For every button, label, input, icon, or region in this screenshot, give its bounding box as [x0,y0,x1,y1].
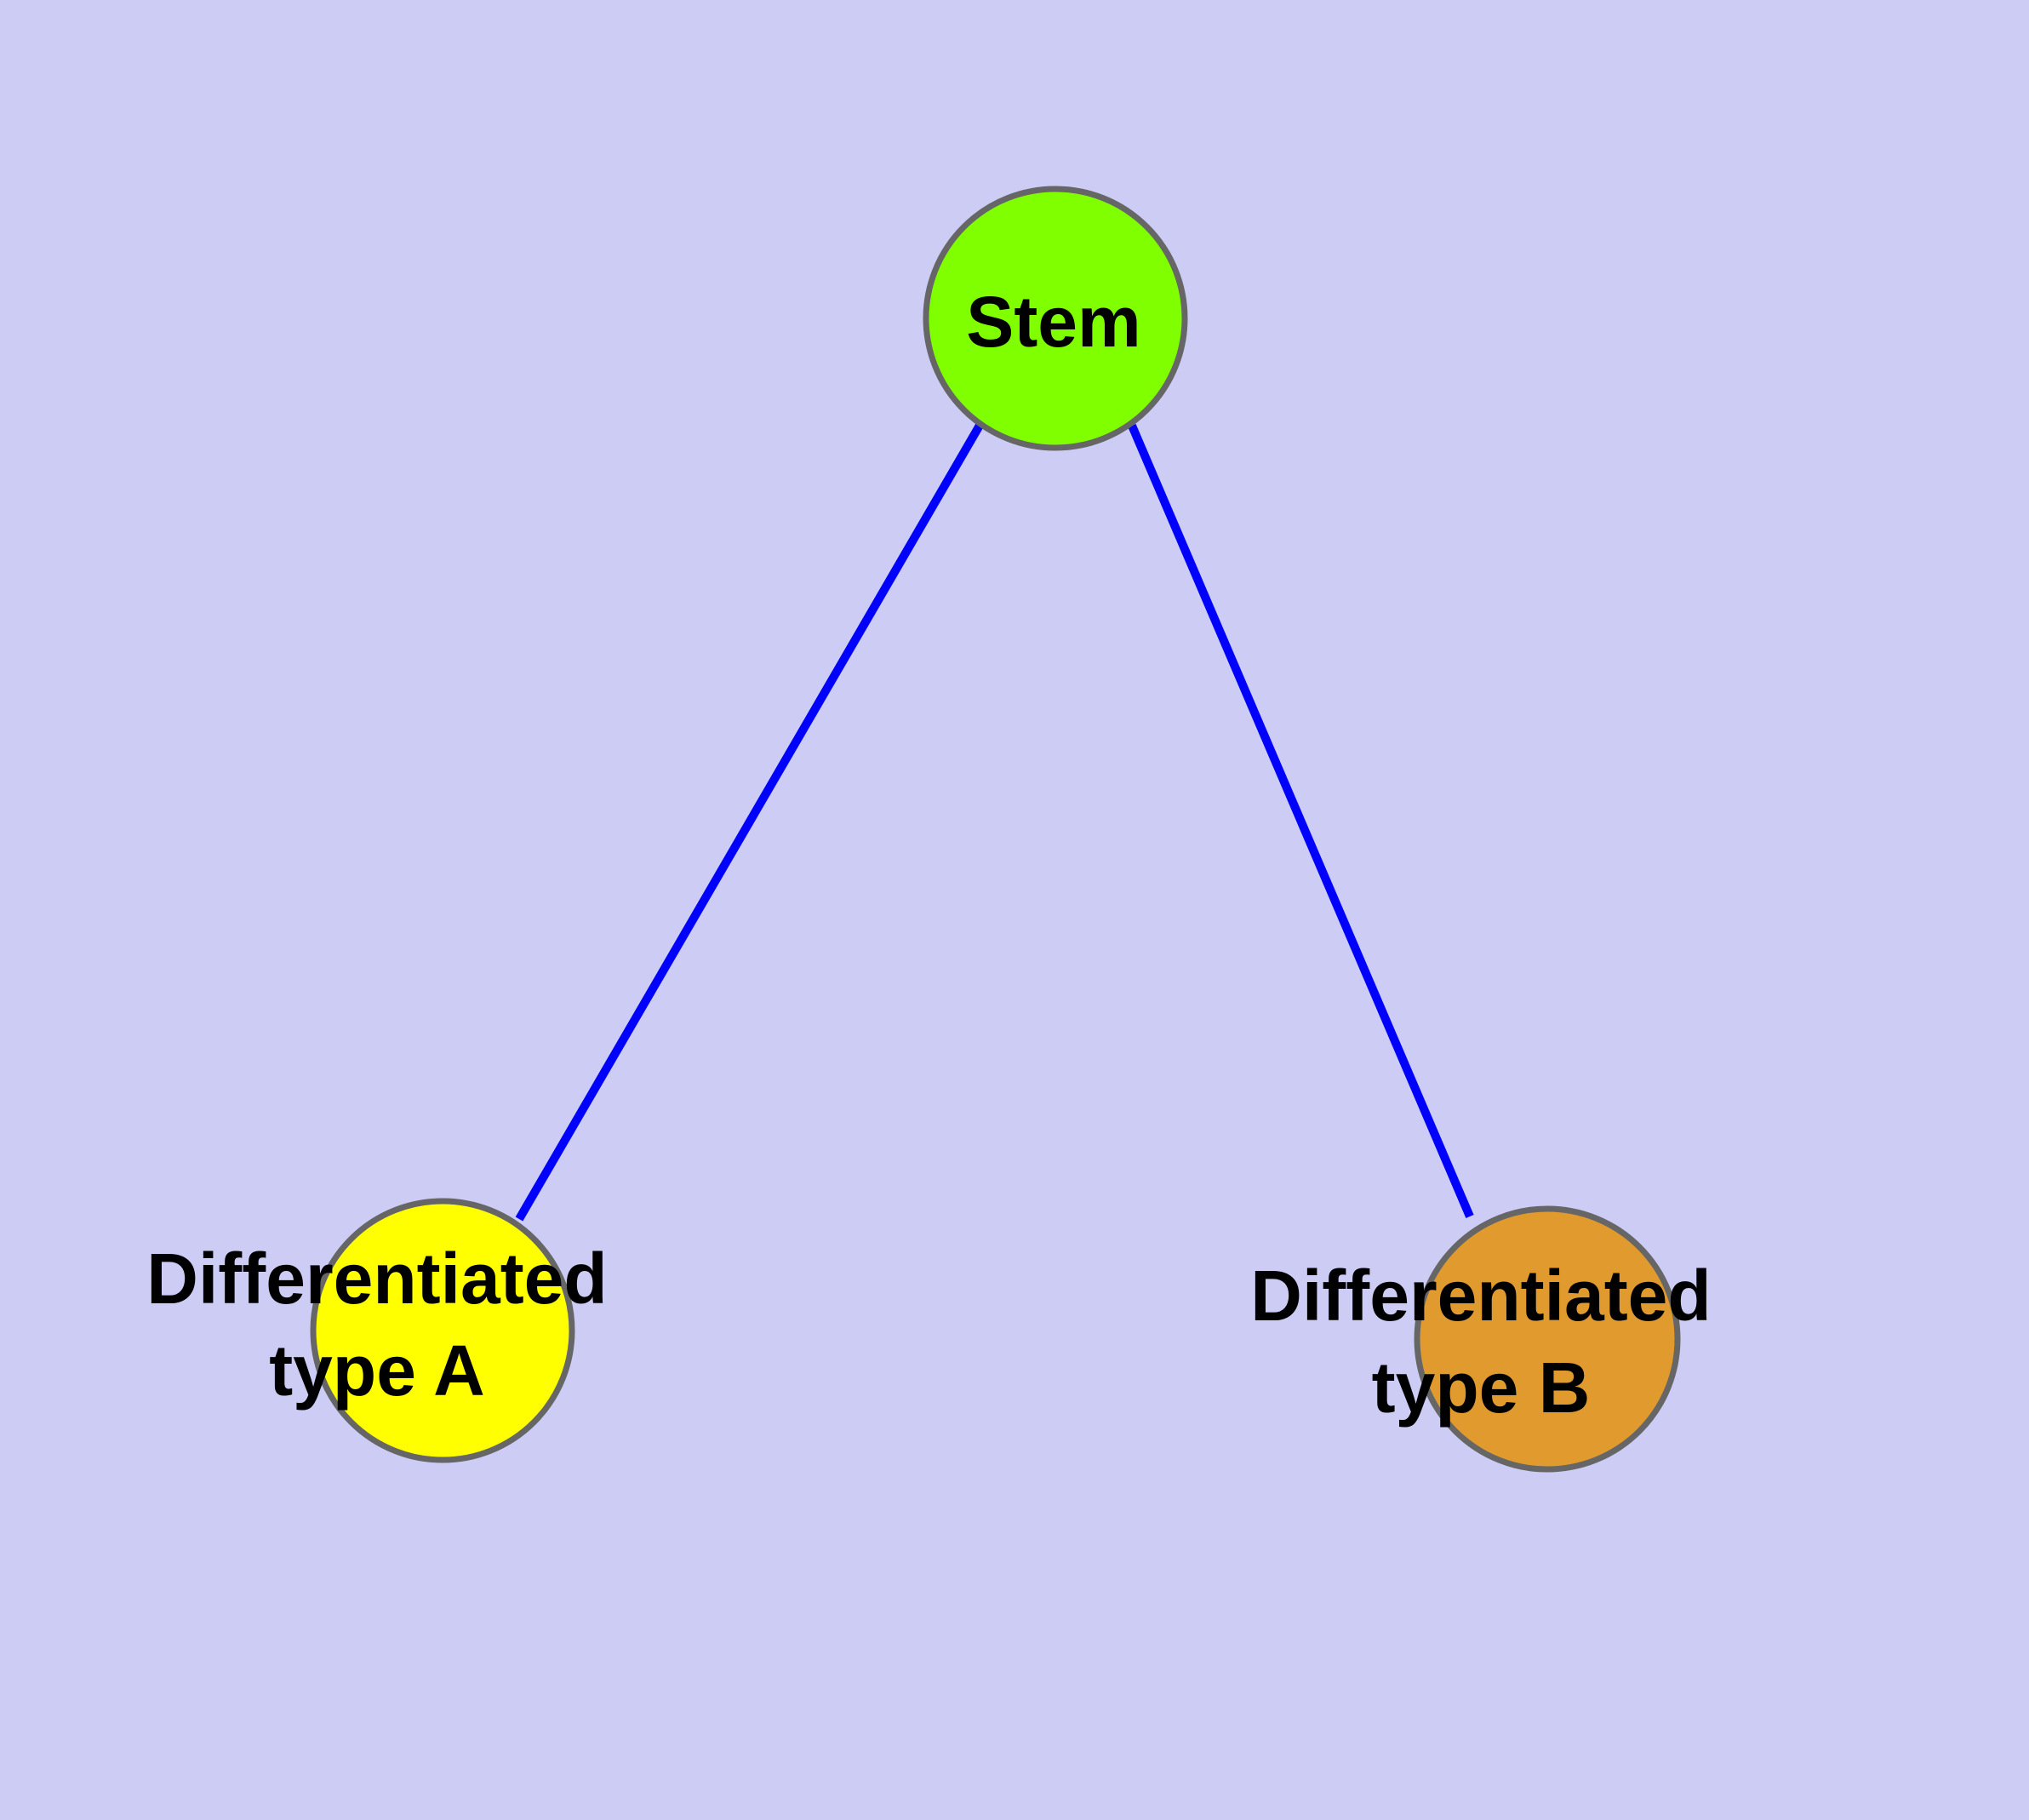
edge-stem-to-differentiated-type-a [515,421,985,1222]
node-stem-label-line1: Stem [966,282,1140,362]
node-differentiated-type-a-label-line2: type A [269,1331,485,1411]
node-differentiated-type-a-circle[interactable] [310,1198,575,1463]
node-differentiated-type-a-label-line1: Differentiated [146,1239,607,1319]
label-layer: Stem Differentiated type A Differentiate… [146,282,1711,1428]
node-stem-circle[interactable] [923,186,1188,451]
node-differentiated-type-b-label-line1: Differentiated [1250,1256,1711,1336]
edge-layer [515,421,1474,1222]
node-layer [310,186,1681,1473]
node-differentiated-type-b-label-line2: type B [1372,1348,1591,1428]
node-differentiated-type-b-circle[interactable] [1414,1205,1681,1473]
edge-stem-to-differentiated-type-b [1128,424,1474,1218]
